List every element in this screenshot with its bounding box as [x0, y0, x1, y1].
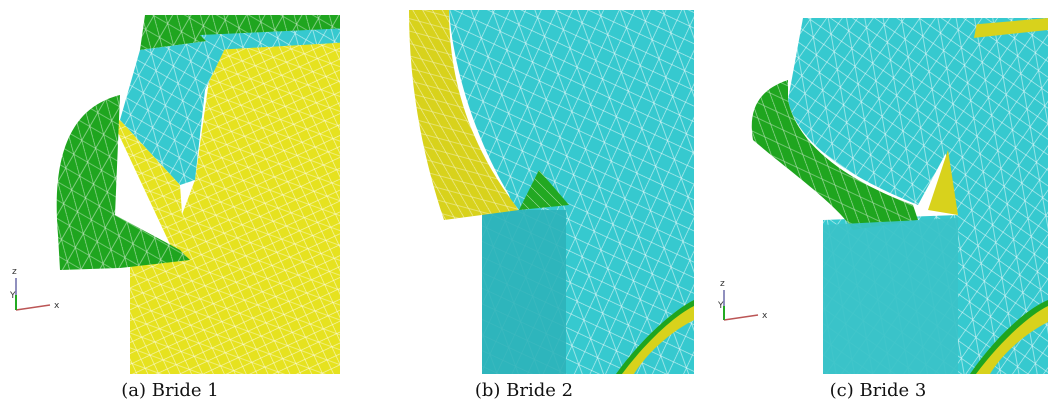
axis-x-label: x [762, 311, 768, 321]
mesh-image-bride-3: z Y x [708, 10, 1048, 374]
mesh-image-bride-1: z Y x [0, 10, 340, 374]
axis-y-label: Y [9, 291, 16, 301]
axis-z-label: z [720, 279, 725, 289]
axis-z-label: z [12, 267, 17, 277]
caption-bride-2: (b) Bride 2 [474, 380, 574, 401]
caption-bride-1: (a) Bride 1 [121, 380, 219, 401]
axis-y-label: Y [717, 301, 724, 311]
axis-x-label: x [54, 301, 60, 311]
mesh-image-bride-2 [354, 10, 694, 374]
caption-bride-3: (c) Bride 3 [829, 380, 927, 401]
